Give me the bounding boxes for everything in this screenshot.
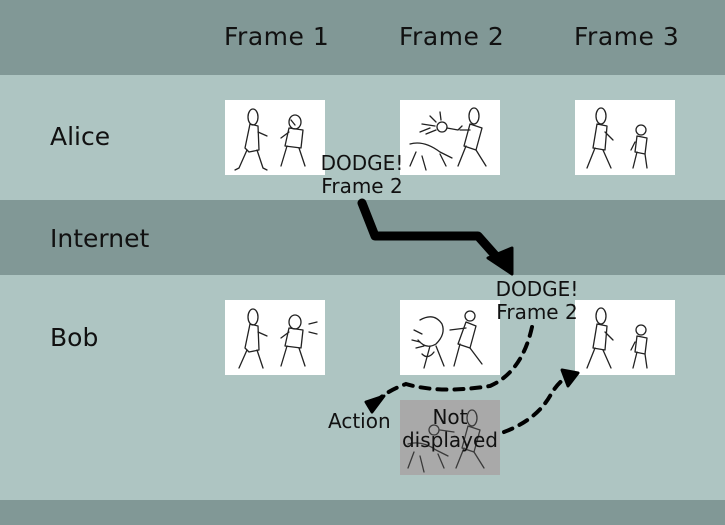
alice-frame-3	[575, 100, 675, 175]
not-displayed-line-1: Not	[432, 405, 468, 429]
row-label-internet: Internet	[50, 224, 150, 253]
column-header-frame-3: Frame 3	[574, 22, 680, 51]
not-displayed-label: Not displayed	[396, 406, 504, 452]
header-band	[0, 0, 725, 75]
bob-frame-3	[575, 300, 675, 375]
column-header-frame-1: Frame 1	[224, 22, 330, 51]
not-displayed-line-2: displayed	[401, 428, 498, 452]
row-label-bob: Bob	[50, 323, 99, 352]
alice-frame-2	[400, 100, 500, 175]
action-label: Action	[328, 409, 391, 433]
footer-band	[0, 500, 725, 525]
column-header-frame-2: Frame 2	[399, 22, 505, 51]
bob-frame-2	[400, 300, 500, 375]
bob-frame-1	[225, 300, 325, 375]
bob-dodge-note: DODGE! Frame 2	[487, 278, 587, 324]
bob-dodge-line-2: Frame 2	[496, 300, 578, 324]
bob-dodge-line-1: DODGE!	[495, 277, 579, 301]
not-displayed-frame	[400, 400, 500, 475]
alice-dodge-line-1: DODGE!	[320, 151, 404, 175]
alice-frame-1	[225, 100, 325, 175]
alice-dodge-line-2: Frame 2	[321, 174, 403, 198]
row-label-alice: Alice	[50, 122, 111, 151]
alice-dodge-note: DODGE! Frame 2	[312, 152, 412, 198]
